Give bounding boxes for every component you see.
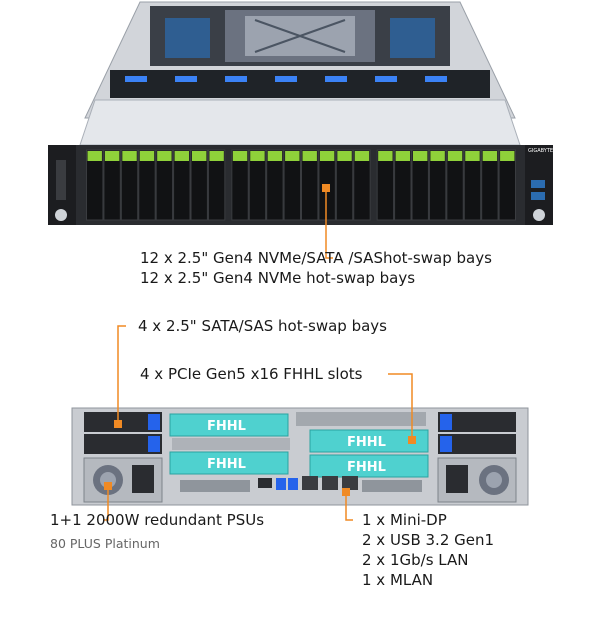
psu-callout: 1+1 2000W redundant PSUs <box>50 511 265 529</box>
front-drive-bay <box>86 149 104 221</box>
front-drive-bay <box>335 149 354 221</box>
drive-bay-latch <box>482 151 498 161</box>
drive-bay-latch <box>267 151 283 161</box>
front-drive-bay <box>481 149 499 221</box>
drive-bay-latch <box>232 151 248 161</box>
drive-bay-latch <box>378 151 393 161</box>
server-front-view <box>48 1 553 225</box>
front-drive-bay <box>498 149 517 221</box>
drive-bay-latch <box>354 151 370 161</box>
callout-leaders <box>103 188 413 521</box>
callout-points <box>104 184 416 496</box>
front-drive-bay <box>248 149 267 221</box>
front-drive-bay <box>428 149 447 221</box>
front-bays-callout: 12 x 2.5" Gen4 NVMe/SATA /SAShot-swap ba… <box>140 248 492 288</box>
drive-bay-latch <box>465 151 480 161</box>
server-rear-view <box>71 407 529 506</box>
drive-bay-latch <box>285 151 300 161</box>
psu-sub-callout: 80 PLUS Platinum <box>50 536 160 551</box>
front-drive-bay <box>353 149 371 221</box>
slot-label-4: FHHL <box>347 460 386 475</box>
drive-bay-latch <box>430 151 445 161</box>
brand-label: GIGABYTE <box>528 148 553 154</box>
io-callout: 1 x Mini-DP 2 x USB 3.2 Gen1 2 x 1Gb/s L… <box>362 510 494 590</box>
front-drive-bay <box>446 149 464 221</box>
drive-bay-latch <box>122 151 137 161</box>
front-drive-bay <box>207 149 226 221</box>
rear-drive-bays <box>84 412 516 454</box>
front-drive-bay <box>394 149 412 221</box>
drive-bay-latch <box>87 151 102 161</box>
slot-label-1: FHHL <box>207 419 246 434</box>
rear-bays-callout: 4 x 2.5" SATA/SAS hot-swap bays <box>138 317 387 335</box>
front-bays-line-1: 12 x 2.5" Gen4 NVMe/SATA /SAShot-swap ba… <box>140 249 492 267</box>
front-drive-bay <box>120 149 139 221</box>
pcie-slot-covers <box>169 412 429 478</box>
drive-bay-latch <box>395 151 410 161</box>
pcie-slots-callout: 4 x PCIe Gen5 x16 FHHL slots <box>140 365 363 383</box>
front-drive-bay <box>190 149 208 221</box>
front-drive-bay <box>411 149 429 221</box>
front-drive-bay <box>301 149 319 221</box>
drive-bay-latch <box>192 151 207 161</box>
front-drive-bay <box>376 149 395 221</box>
drive-bay-latch <box>319 151 335 161</box>
front-drive-bay <box>283 149 302 221</box>
drive-bay-latch <box>209 151 224 161</box>
io-line-1: 1 x Mini-DP <box>362 511 447 529</box>
rear-io-ports <box>180 476 422 492</box>
front-bays-line-2: 12 x 2.5" Gen4 NVMe hot-swap bays <box>140 269 416 287</box>
psu-modules <box>83 457 517 503</box>
drive-bay-latch <box>500 151 515 161</box>
io-line-4: 1 x MLAN <box>362 571 434 589</box>
io-line-2: 2 x USB 3.2 Gen1 <box>362 531 495 549</box>
front-drive-bay <box>138 149 156 221</box>
drive-bay-latch <box>302 151 317 161</box>
drive-bay-latch <box>250 151 265 161</box>
drive-bay-latch <box>337 151 352 161</box>
front-drive-bay <box>266 149 284 221</box>
drive-bay-latch <box>413 151 428 161</box>
front-drive-bay <box>103 149 121 221</box>
drive-bay-latch <box>139 151 155 161</box>
drive-bay-latch <box>174 151 189 161</box>
drive-bay-latch <box>447 151 463 161</box>
drive-bay-latch <box>157 151 172 161</box>
front-drive-bays <box>86 149 517 221</box>
front-drive-bay <box>231 149 249 221</box>
slot-label-3: FHHL <box>347 435 386 450</box>
drive-bay-latch <box>104 151 120 161</box>
slot-label-2: FHHL <box>207 457 246 472</box>
front-drive-bay <box>463 149 482 221</box>
front-drive-bay <box>173 149 191 221</box>
front-drive-bay <box>155 149 174 221</box>
io-line-3: 2 x 1Gb/s LAN <box>362 551 469 569</box>
